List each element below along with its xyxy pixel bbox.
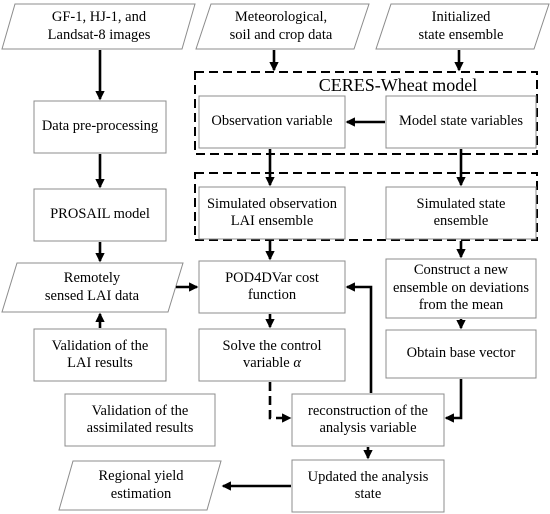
validation-assimilated-shape	[64, 393, 216, 447]
reconstruction-shape	[291, 393, 445, 447]
alpha-symbol: α	[293, 355, 301, 371]
ceres-wheat-group-border	[194, 71, 538, 155]
sim-state-shape	[385, 186, 537, 240]
remote-lai-shape	[1, 262, 184, 313]
sim-state-node: Simulated state ensemble	[416, 195, 506, 229]
reconstruction-node: reconstruction of the analysis variable	[308, 402, 428, 436]
init-ensemble-node: Initialized state ensemble	[418, 9, 504, 43]
preprocessing-shape	[33, 100, 167, 154]
sim-obs-lai-shape	[198, 186, 346, 240]
validation-lai-node: Validation of the LAI results	[51, 337, 149, 371]
remote-lai-node: Remotely sensed LAI data	[44, 270, 140, 304]
updated-analysis-shape	[291, 459, 445, 513]
construct-ensemble-node: Construct a new ensemble on deviations f…	[392, 262, 530, 314]
sim-obs-lai-node: Simulated observation LAI ensemble	[206, 195, 338, 229]
ceres-wheat-title: CERES-Wheat model	[318, 75, 478, 96]
prosail-shape	[33, 188, 167, 242]
pod4dvar-node: POD4DVar cost function	[225, 269, 319, 303]
obtain-base-shape	[385, 329, 537, 379]
construct-ensemble-shape	[385, 258, 537, 319]
prosail-node: PROSAIL model	[50, 206, 150, 223]
solve-control-node: Solve the control variable α	[199, 329, 345, 381]
obtain-base-node: Obtain base vector	[406, 345, 516, 362]
model-state-variables-shape	[385, 95, 537, 149]
arrow-solve-to-reconstruction	[268, 382, 292, 423]
preprocessing-node: Data pre-processing	[41, 118, 159, 135]
model-state-variables-node: Model state variables	[398, 113, 523, 130]
solve-control-line2: variable α	[243, 355, 301, 372]
pod4dvar-shape	[198, 260, 346, 314]
simulation-group-border	[194, 172, 538, 241]
solve-control-line1: Solve the control	[222, 337, 322, 354]
solve-control-shape	[198, 328, 346, 382]
met-data-node: Meteorological, soil and crop data	[229, 9, 333, 43]
gf-images-shape	[1, 3, 196, 50]
solve-control-line2-text: variable	[243, 355, 294, 371]
init-ensemble-shape	[375, 3, 550, 50]
regional-yield-node: Regional yield estimation	[98, 468, 184, 502]
gf-images-node: GF-1, HJ-1, and Landsat-8 images	[47, 9, 151, 43]
validation-lai-shape	[33, 328, 167, 382]
validation-assimilated-node: Validation of the assimilated results	[86, 402, 194, 436]
updated-analysis-node: Updated the analysis state	[307, 468, 429, 502]
arrow-reconstruction-to-pod4dvar	[345, 282, 373, 393]
regional-yield-shape	[58, 460, 222, 511]
observation-variable-node: Observation variable	[211, 113, 333, 130]
observation-variable-shape	[198, 95, 346, 149]
arrow-base-to-reconstruction	[444, 379, 463, 423]
met-data-shape	[195, 3, 370, 50]
